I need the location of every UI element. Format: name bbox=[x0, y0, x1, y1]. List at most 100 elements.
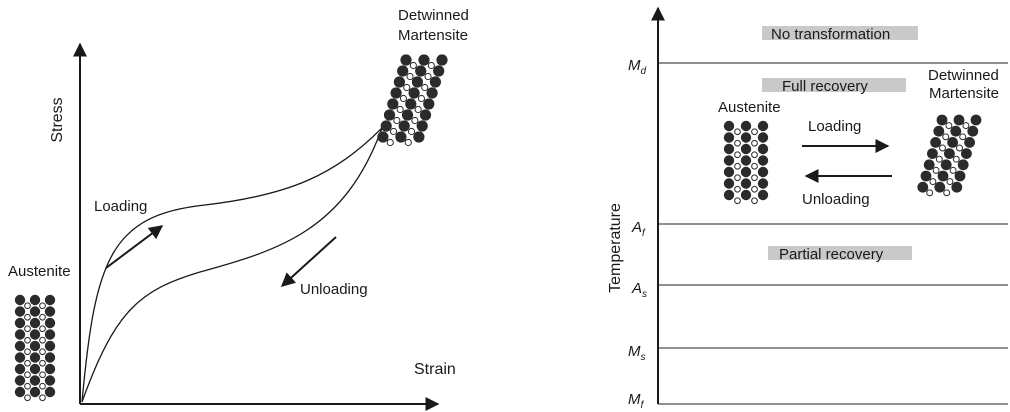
atom bbox=[380, 120, 392, 132]
atom bbox=[29, 317, 41, 329]
atom bbox=[387, 98, 399, 110]
atom bbox=[436, 54, 448, 66]
atom bbox=[757, 132, 769, 143]
right-loading-label: Loading bbox=[808, 118, 861, 135]
atom bbox=[403, 83, 411, 92]
atom bbox=[757, 155, 769, 166]
stress-axis-label: Stress bbox=[49, 97, 66, 142]
atom bbox=[409, 61, 417, 70]
atom bbox=[929, 178, 937, 186]
atom bbox=[24, 359, 31, 367]
atom bbox=[29, 363, 41, 375]
atom bbox=[24, 313, 31, 321]
atom bbox=[415, 65, 427, 77]
atom bbox=[411, 116, 419, 125]
atom bbox=[44, 329, 56, 340]
atom bbox=[14, 329, 26, 340]
ms-label: Ms bbox=[628, 343, 646, 363]
detwinned-label-line2: Martensite bbox=[398, 27, 468, 44]
atom bbox=[734, 185, 741, 193]
temperature-panel: Temperature Md Af As Ms Mf No transforma… bbox=[607, 6, 1008, 411]
atom bbox=[723, 155, 735, 166]
atom bbox=[419, 109, 432, 121]
atom bbox=[39, 348, 46, 356]
atom bbox=[740, 155, 752, 166]
atom bbox=[934, 181, 946, 193]
atom bbox=[24, 371, 31, 379]
unloading-label: Unloading bbox=[300, 281, 368, 298]
atom bbox=[418, 54, 430, 66]
atom bbox=[954, 170, 966, 182]
right-unloading-label: Unloading bbox=[802, 191, 870, 208]
atom bbox=[956, 144, 963, 152]
atom bbox=[935, 155, 943, 163]
loading-arrow bbox=[105, 225, 164, 269]
atom bbox=[953, 114, 965, 126]
atom bbox=[14, 317, 26, 329]
atom bbox=[39, 313, 46, 321]
loading-label: Loading bbox=[94, 198, 147, 215]
atom bbox=[734, 128, 741, 136]
atom bbox=[29, 294, 41, 306]
atom bbox=[29, 329, 41, 340]
atom bbox=[44, 386, 56, 398]
atom bbox=[39, 302, 46, 310]
austenite-label: Austenite bbox=[8, 263, 71, 280]
atom bbox=[952, 155, 960, 163]
atom bbox=[757, 120, 769, 132]
atom bbox=[24, 382, 31, 390]
atom bbox=[398, 120, 410, 132]
atom bbox=[393, 116, 401, 125]
atom bbox=[395, 131, 407, 143]
atom bbox=[24, 348, 31, 356]
as-label: As bbox=[631, 280, 647, 300]
atom bbox=[945, 122, 953, 130]
atom bbox=[14, 386, 26, 398]
unloading-curve bbox=[81, 127, 383, 403]
atom bbox=[389, 127, 398, 136]
atom bbox=[400, 54, 412, 66]
loading-curve bbox=[81, 127, 383, 403]
atom bbox=[433, 65, 445, 77]
atom bbox=[29, 306, 41, 317]
atom bbox=[734, 139, 741, 147]
atom bbox=[967, 125, 979, 137]
atom bbox=[751, 174, 758, 182]
atom bbox=[406, 72, 414, 81]
atom bbox=[39, 382, 46, 390]
atom bbox=[397, 65, 409, 77]
atom bbox=[39, 325, 46, 333]
atom bbox=[44, 375, 56, 386]
atom bbox=[14, 340, 26, 352]
atom bbox=[14, 352, 26, 363]
no-transformation-band bbox=[762, 26, 918, 40]
atom bbox=[44, 317, 56, 329]
partial-recovery-label: Partial recovery bbox=[779, 246, 884, 263]
atom bbox=[723, 132, 735, 143]
atom bbox=[39, 336, 46, 344]
atom bbox=[39, 394, 46, 402]
atom bbox=[405, 98, 417, 110]
atom bbox=[740, 189, 752, 201]
atom bbox=[401, 109, 414, 121]
atom bbox=[757, 178, 769, 189]
atom bbox=[740, 143, 752, 155]
af-label: Af bbox=[631, 219, 646, 239]
atom bbox=[943, 189, 951, 197]
atom bbox=[723, 166, 735, 178]
austenite-lattice-icon bbox=[14, 294, 56, 402]
atom bbox=[940, 159, 952, 171]
atom bbox=[416, 120, 428, 132]
mf-label: Mf bbox=[628, 391, 645, 411]
right-detwinned-label-line1: Detwinned bbox=[928, 67, 999, 84]
atom bbox=[29, 340, 41, 352]
atom bbox=[757, 143, 769, 155]
atom bbox=[386, 138, 394, 147]
atom bbox=[957, 159, 969, 171]
atom bbox=[723, 120, 735, 132]
atom bbox=[723, 189, 735, 201]
atom bbox=[920, 170, 932, 182]
atom bbox=[390, 87, 402, 99]
atom bbox=[926, 189, 934, 197]
